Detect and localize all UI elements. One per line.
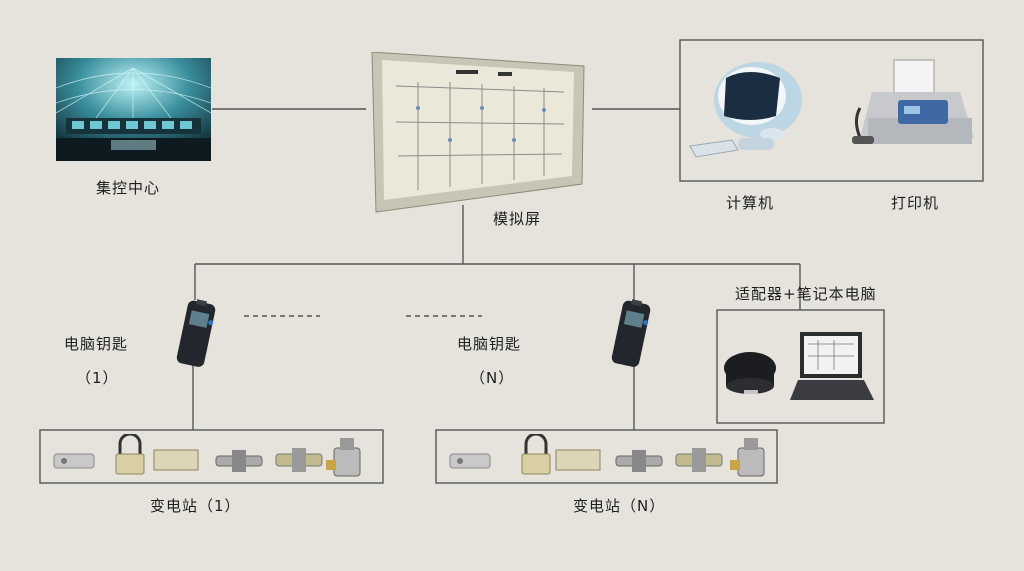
substation-n-locks-image [449, 434, 765, 477]
label-substation-1: 变电站（1） [150, 497, 241, 515]
computer-key-n-image [611, 299, 651, 367]
label-adapter-laptop: 适配器+笔记本电脑 [735, 285, 877, 303]
label-computer-key-n-index: （N） [470, 369, 515, 387]
substation-1-box [39, 429, 384, 484]
label-control-center: 集控中心 [96, 179, 161, 197]
adapter-image [724, 352, 776, 394]
laptop-box [716, 309, 885, 424]
substation-n-box [435, 429, 778, 484]
label-printer: 打印机 [891, 194, 940, 212]
computer-key-1-image [176, 299, 216, 367]
substation-1-locks-image [53, 434, 361, 477]
computer-image [689, 62, 802, 158]
mimic-panel-image [371, 52, 585, 213]
label-computer-key-n: 电脑钥匙 [457, 335, 522, 353]
printer-image [852, 59, 974, 144]
computer-printer-box [679, 39, 984, 182]
label-computer-key-1: 电脑钥匙 [64, 335, 129, 353]
label-mimic-panel: 模拟屏 [493, 210, 542, 228]
label-computer-key-1-index: （1） [76, 369, 119, 387]
label-substation-n: 变电站（N） [573, 497, 666, 515]
label-computer: 计算机 [726, 194, 775, 212]
laptop-image [790, 332, 874, 400]
control-center-image [56, 58, 211, 161]
